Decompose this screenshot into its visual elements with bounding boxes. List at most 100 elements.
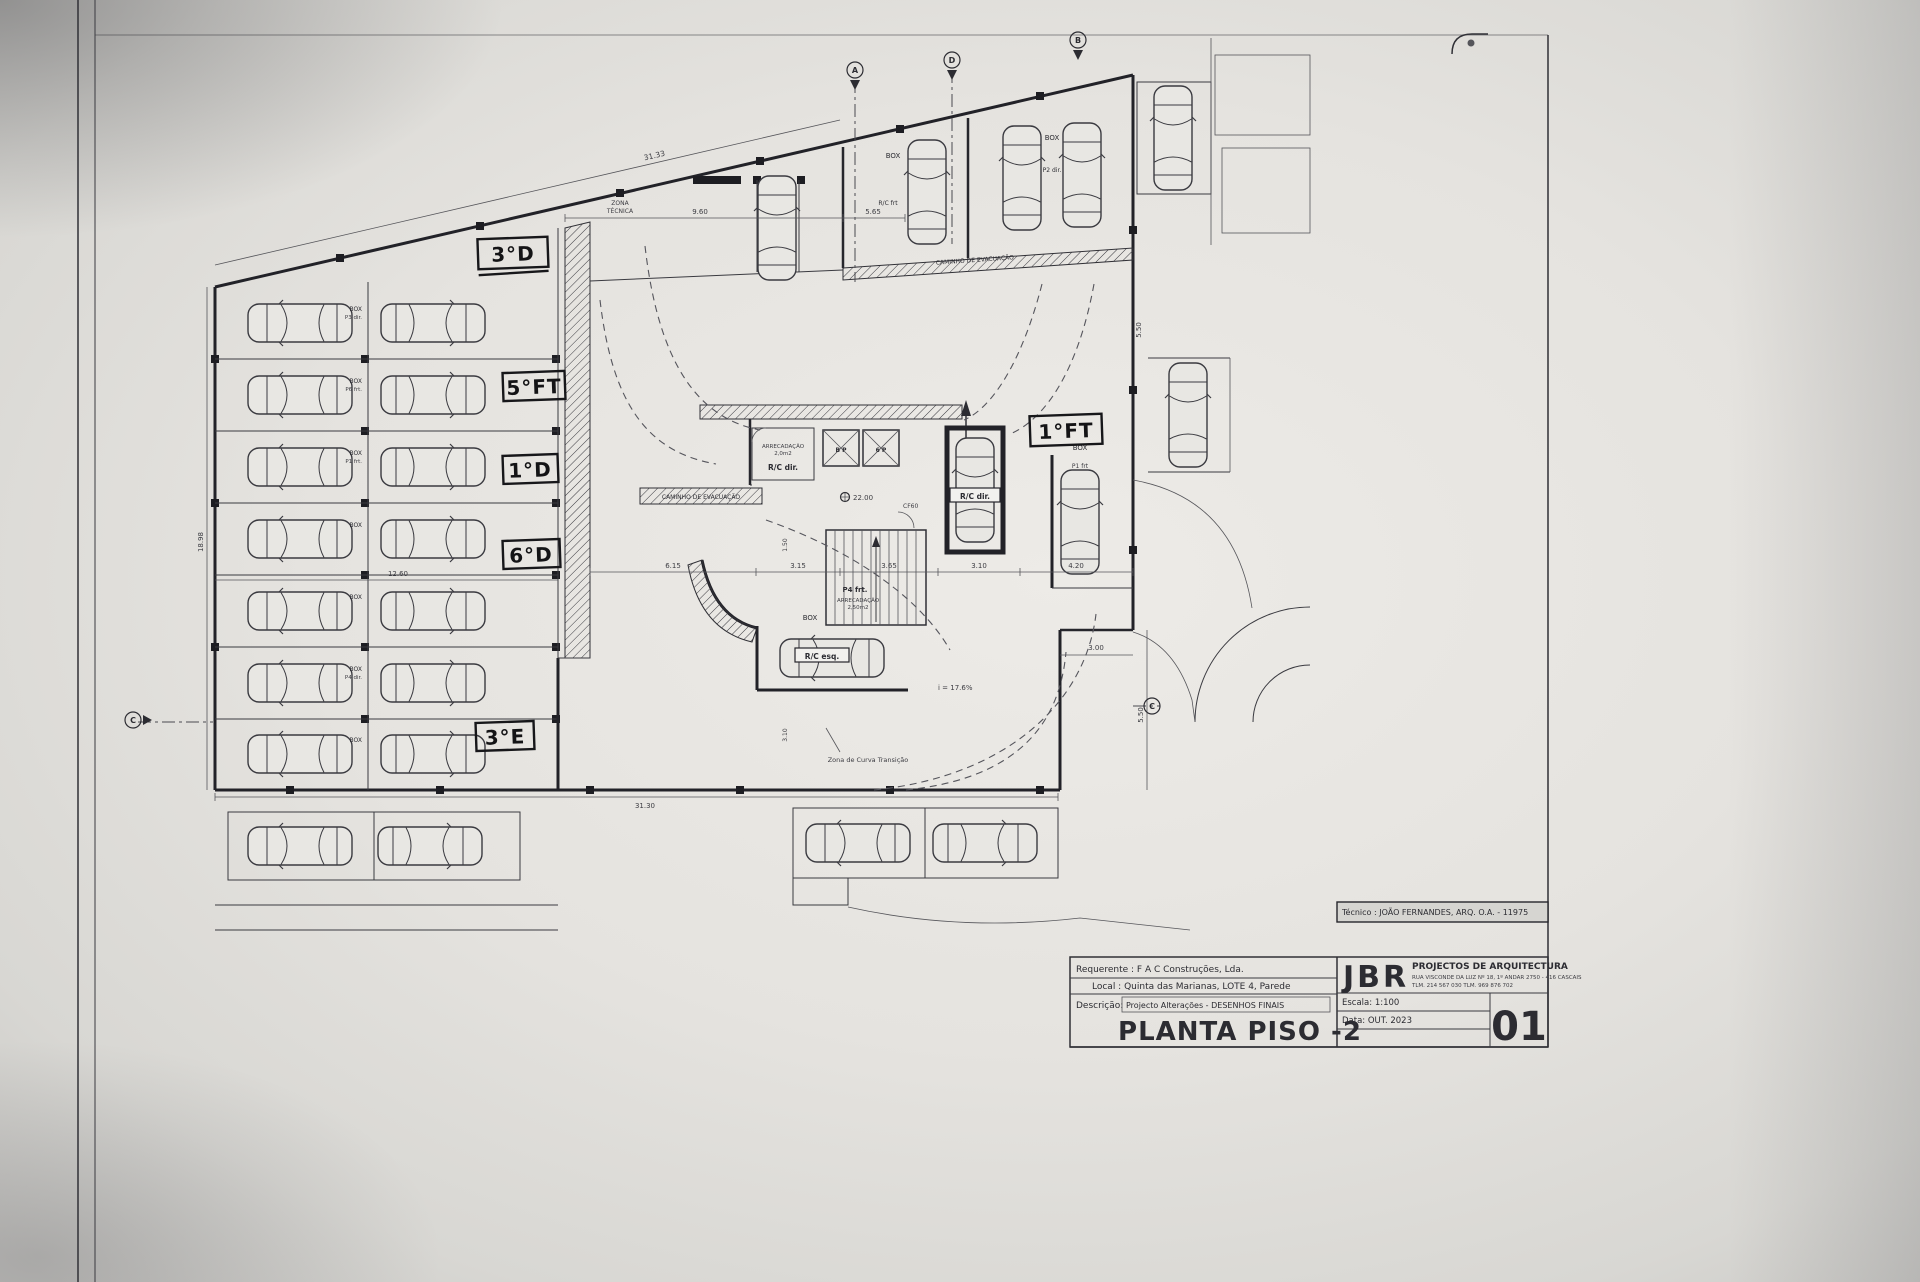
dimension-label: 3.15 <box>790 562 806 570</box>
car-icon <box>247 371 353 419</box>
firm-phones: TLM. 214 567 030 TLM. 969 876 702 <box>1411 983 1513 989</box>
handwritten-text: 1°D <box>508 457 552 483</box>
handwritten-label-1ft: 1°FT <box>1028 412 1104 448</box>
requerente-row: Requerente : F A C Construções, Lda. <box>1076 965 1244 975</box>
title-block: Técnico : JOÃO FERNANDES, ARQ. O.A. - 11… <box>1069 901 1582 1050</box>
handwritten-labels: 3°D 5°FT 1°D 6°D 3°E 1°FT <box>474 235 1104 753</box>
escala-row: Escala: 1:100 <box>1342 998 1399 1008</box>
dimension-label: 31.30 <box>635 802 655 810</box>
dimension-label: 9.60 <box>692 208 708 216</box>
stall-label: P3 dir. <box>345 315 362 321</box>
left-evacuation-band: CAMINHO DE EVACUAÇÃO <box>639 487 763 505</box>
box-label: BOX <box>803 614 818 622</box>
outside-parking-bottom-center <box>792 807 1191 931</box>
sheet-number: 01 <box>1491 1004 1547 1050</box>
dimension-label: 12.60 <box>388 570 408 578</box>
zona-tecnica-label: TÉCNICA <box>606 207 634 215</box>
core-wall-hatch <box>699 404 963 420</box>
drawing-title: PLANTA PISO -2 <box>1118 1017 1362 1047</box>
box-label: BOX <box>1073 444 1088 452</box>
handwritten-text: 3°D <box>491 241 535 267</box>
handwritten-label-3d: 3°D <box>476 235 550 277</box>
building-boundary <box>213 73 1135 792</box>
box-label: BOX <box>350 594 362 601</box>
top-right-garages: BOX R/C frt BOX P2 dir. CAMINHO DE EVACU… <box>589 118 1134 282</box>
car-icon <box>247 515 353 563</box>
car-icon <box>380 371 486 419</box>
car-icon <box>380 299 486 347</box>
car-icon <box>247 659 353 707</box>
p2-dir-label: P2 dir. <box>1043 167 1062 174</box>
car-icon <box>998 125 1046 231</box>
section-marker-d: D <box>943 51 961 80</box>
handwritten-label-6d: 6°D <box>501 537 562 571</box>
car-icon <box>753 175 801 281</box>
zona-tecnica-label: ZONA <box>611 200 629 207</box>
box-label: BOX <box>886 152 901 160</box>
car-icon <box>247 730 353 778</box>
ramp-wall-hatch <box>564 221 591 659</box>
rc-dir-box-label: R/C dir. <box>960 492 990 501</box>
dimension-label: 3.10 <box>782 728 789 742</box>
left-parking-block: BOX P3 dir. BOX P6 frt. BOX P1 frt. BOX … <box>215 221 591 790</box>
arrecadacao-label: ARRECADAÇÃO <box>837 597 880 604</box>
handwritten-text: 3°E <box>484 724 525 749</box>
neighbor-structures-top-right <box>1136 38 1311 245</box>
p4-frt-label: P4 frt. <box>843 586 868 594</box>
bottom-center-garage: BOX R/C esq. i = 17.6% Zona de Curva Tra… <box>687 559 973 764</box>
dimension-label: 6.15 <box>665 562 681 570</box>
car-icon <box>377 822 483 870</box>
car-icon <box>247 822 353 870</box>
box-label: BOX <box>350 666 362 673</box>
firm-name: PROJECTOS DE ARQUITECTURA <box>1412 962 1568 972</box>
top-annotations: ZONA TÉCNICA 9.60 5.65 31.33 <box>214 119 906 266</box>
marker-letter: D <box>949 56 956 65</box>
street-parking-right <box>1148 357 1231 473</box>
dimension-label: 5.50 <box>1137 707 1145 723</box>
dimension-label: 3.65 <box>881 562 897 570</box>
car-icon <box>380 587 486 635</box>
section-marker-c-right: C <box>1143 697 1161 715</box>
firm-logo: JBR <box>1341 960 1409 995</box>
section-markers: A D B C C <box>124 31 1161 729</box>
left-block-stall-labels: BOX P3 dir. BOX P6 frt. BOX P1 frt. BOX … <box>345 306 362 744</box>
dimension-label: 3.10 <box>971 562 987 570</box>
marker-letter: C <box>1149 702 1155 711</box>
drive-path-curves <box>599 245 1097 791</box>
car-icon <box>1164 362 1212 468</box>
handwritten-label-1d: 1°D <box>501 452 560 486</box>
curve-transition-label: Zona de Curva Transição <box>828 756 909 764</box>
cf60-label: CF60 <box>903 503 918 510</box>
section-marker-c-left: C <box>124 711 152 729</box>
arrecadacao-area-label: 2,0m2 <box>774 451 792 457</box>
dimension-label: 5.50 <box>1135 322 1143 338</box>
car-icon <box>805 819 911 867</box>
marker-letter: A <box>852 66 859 75</box>
rc-dir-label: R/C dir. <box>768 463 798 472</box>
firm-address: RUA VISCONDE DA LUZ Nº 18, 1º ANDAR 2750… <box>1412 974 1582 981</box>
level-marker: 22.00 <box>839 491 873 503</box>
elevator-label: B P <box>835 447 847 454</box>
slope-label: i = 17.6% <box>938 684 973 692</box>
stall-label: P4 dir. <box>345 675 362 681</box>
handwritten-label-5ft: 5°FT <box>501 369 567 403</box>
section-marker-a: A <box>846 61 864 90</box>
p1-frt-label: P1 frt <box>1072 463 1089 470</box>
car-icon <box>380 443 486 491</box>
car-icon <box>247 587 353 635</box>
arrecadacao-label: ARRECADAÇÃO <box>762 443 805 450</box>
handwritten-text: 1°FT <box>1038 418 1094 444</box>
car-icon <box>380 730 486 778</box>
car-icon <box>932 819 1038 867</box>
evacuation-path-hatch <box>842 247 1134 281</box>
box-label: BOX <box>350 737 362 744</box>
car-icon <box>380 659 486 707</box>
center-right-garages: R/C dir. BOX P1 frt <box>944 425 1133 589</box>
handwritten-text: 5°FT <box>506 374 562 400</box>
car-icon <box>903 139 951 245</box>
box-label: BOX <box>350 522 362 529</box>
dimension-label: 5.65 <box>865 208 881 216</box>
level-value: 22.00 <box>853 494 873 502</box>
